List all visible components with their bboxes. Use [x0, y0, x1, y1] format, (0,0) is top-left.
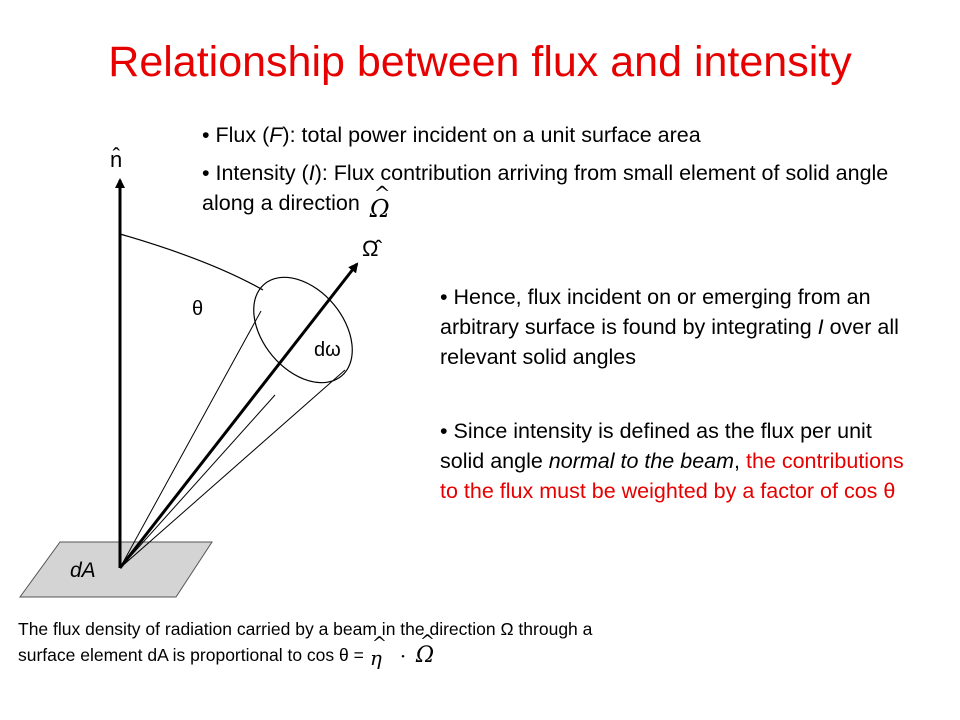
direction-vector: [118, 262, 359, 569]
area-label: dA: [70, 559, 96, 582]
cone-edge-upper: [119, 310, 262, 569]
page-title: Relationship between flux and intensity: [108, 38, 852, 86]
omega-hat-symbol: ^Ω: [369, 181, 391, 223]
bullet-cosine-weight: • Since intensity is defined as the flux…: [440, 419, 904, 503]
highlight-text: the contributions to the flux must be we…: [440, 449, 904, 503]
figure-caption: The flux density of radiation carried by…: [18, 619, 593, 670]
domega-label: dω: [314, 339, 341, 361]
theta-label: θ: [192, 298, 203, 320]
bullet-intensity: • Intensity (I): Flux contribution arriv…: [202, 161, 889, 223]
cone-axis-tick: [119, 394, 276, 569]
surface-plane: [19, 541, 213, 598]
theta-arc: [119, 233, 264, 291]
bullet-flux: • Flux (F): total power incident on a un…: [202, 123, 701, 147]
direction-label: Ω̂: [362, 236, 382, 261]
cone-opening: [253, 276, 353, 384]
bullet-integration: • Hence, flux incident on or emerging fr…: [440, 285, 899, 369]
normal-label: n̂: [110, 147, 122, 172]
cone-edge-lower: [119, 369, 346, 569]
dot-product-expression: ^η·^Ω: [369, 631, 435, 670]
